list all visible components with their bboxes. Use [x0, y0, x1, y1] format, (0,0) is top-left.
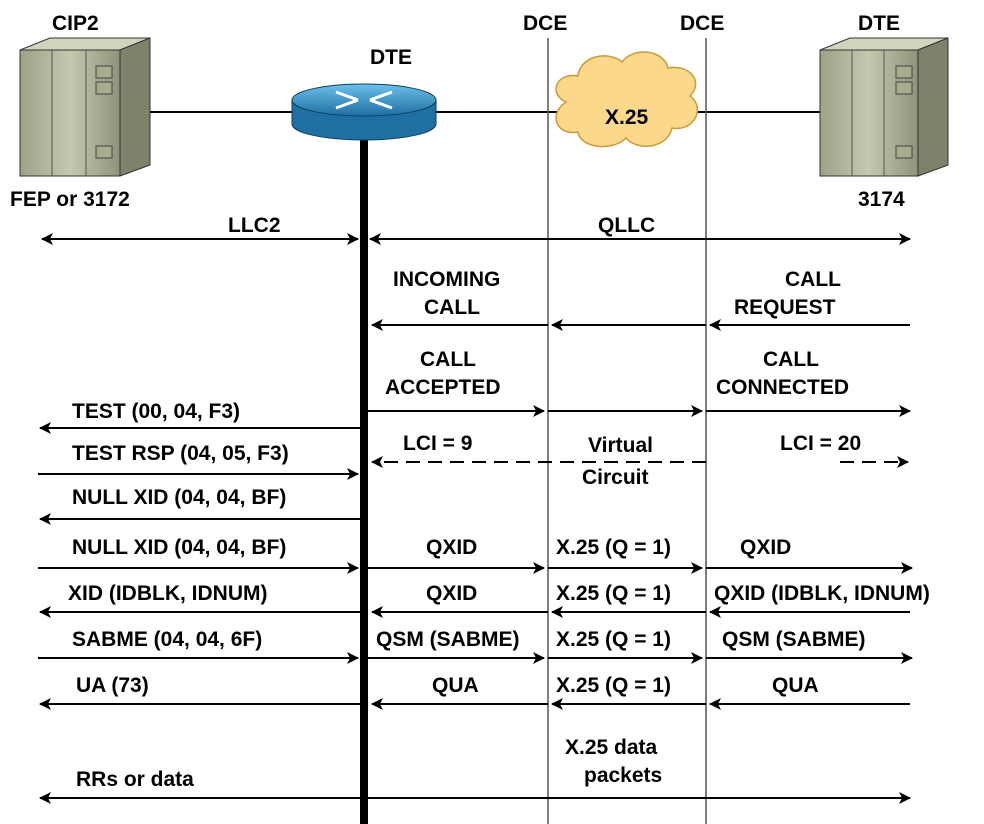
dce-left-label: DCE [523, 12, 567, 35]
sabme-label: SABME (04, 04, 6F) [72, 628, 262, 651]
qua-1-label: QUA [432, 674, 479, 697]
x25-q1-d-label: X.25 (Q = 1) [556, 674, 671, 697]
xid-idblk-label: XID (IDBLK, IDNUM) [68, 582, 267, 605]
x25-data-line1: X.25 data [565, 736, 658, 759]
test-rsp-label: TEST RSP (04, 05, F3) [72, 442, 289, 465]
qllc-label: QLLC [598, 214, 655, 237]
qsm-2-label: QSM (SABME) [722, 628, 866, 651]
qsm-1-label: QSM (SABME) [376, 628, 520, 651]
qxid-2-label: QXID [740, 536, 791, 559]
incoming-call-line1: INCOMING [393, 268, 500, 291]
router-icon [291, 83, 437, 141]
qxid-1-label: QXID [426, 536, 477, 559]
fep-device-icon [19, 37, 151, 177]
x25-data-line2: packets [584, 764, 662, 787]
virtual-label: Virtual [588, 434, 653, 457]
call-request-line2: REQUEST [734, 296, 836, 319]
call-accepted-line2: ACCEPTED [385, 376, 501, 399]
right-dte-label: DTE [858, 12, 900, 35]
cloud-label: X.25 [605, 106, 649, 129]
call-connected-line2: CONNECTED [716, 376, 849, 399]
call-connected-line1: CALL [763, 348, 819, 371]
left-device-label: FEP or 3172 [10, 188, 130, 211]
rrs-or-data-label: RRs or data [76, 768, 194, 791]
ua-label: UA (73) [76, 674, 149, 697]
x25-q1-c-label: X.25 (Q = 1) [556, 628, 671, 651]
qua-2-label: QUA [772, 674, 819, 697]
null-xid-1-label: NULL XID (04, 04, BF) [72, 486, 286, 509]
call-request-line1: CALL [785, 268, 841, 291]
cip2-label: CIP2 [52, 12, 99, 35]
qxid-3-label: QXID [426, 582, 477, 605]
router-dte-label: DTE [370, 46, 412, 69]
llc2-label: LLC2 [228, 214, 281, 237]
x25-cloud-icon [555, 51, 699, 148]
lci-right-label: LCI = 20 [780, 432, 861, 455]
test-label: TEST (00, 04, F3) [72, 400, 240, 423]
incoming-call-line2: CALL [424, 296, 480, 319]
lci-left-label: LCI = 9 [403, 432, 472, 455]
circuit-label: Circuit [582, 466, 649, 489]
null-xid-2-label: NULL XID (04, 04, BF) [72, 536, 286, 559]
controller-3174-icon [819, 37, 949, 177]
x25-q1-b-label: X.25 (Q = 1) [556, 582, 671, 605]
dce-right-label: DCE [680, 12, 724, 35]
x25-q1-a-label: X.25 (Q = 1) [556, 536, 671, 559]
router-timeline [360, 140, 368, 824]
qxid-idblk-label: QXID (IDBLK, IDNUM) [714, 582, 930, 605]
right-device-label: 3174 [858, 188, 905, 211]
call-accepted-line1: CALL [420, 348, 476, 371]
